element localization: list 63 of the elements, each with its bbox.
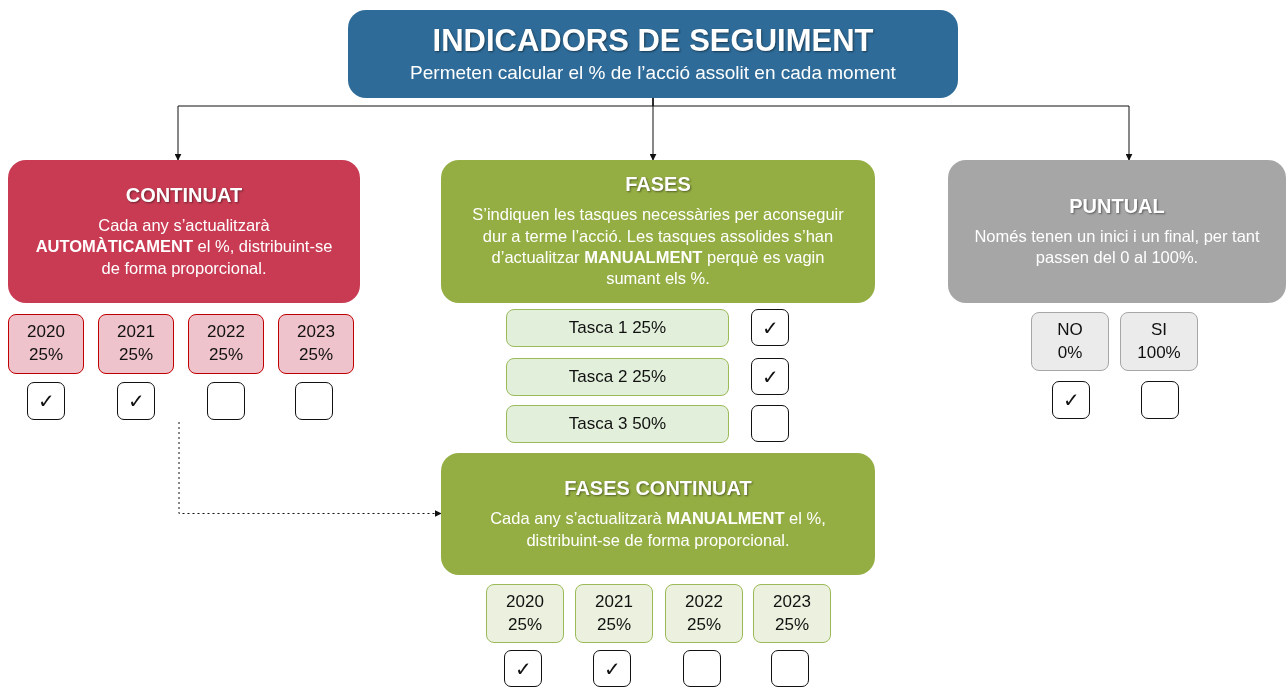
check-mark: ✓ [1062,388,1080,412]
year-label: 2023 25% [772,590,812,636]
card-text: Cada any s’actualitzarà MANUALMENT el %, distribuint-se de forma proporcional. [489,508,827,551]
check-mark: ✓ [603,656,621,681]
category-card [948,160,1286,303]
year-label: 2020 25% [26,321,66,366]
task-label: Tasca 1 25% [568,316,667,339]
title-banner [348,10,958,98]
check-mark: ✓ [514,656,532,681]
checked-checkbox [117,382,155,420]
task-label: Tasca 3 50% [568,412,667,435]
empty-checkbox [207,382,245,420]
year-label: 2021 25% [116,321,156,366]
empty-checkbox [751,405,789,442]
card-text: Només tenen un inici i un final, per tant passen del 0 al 100%. [973,225,1261,268]
dashed-arrow [178,421,442,517]
card-heading: CONTINUAT [125,183,243,207]
year-box [486,584,564,643]
option-box [1120,312,1198,371]
card-text: S’indiquen les tasques necessàries per aconseguir dur a terme l’acció. Les tasques assolides s’han d’actualitzar MANUALMENT perquè es vagin sumant els %. [471,204,845,290]
checked-checkbox [27,382,65,420]
year-label: 2020 25% [505,590,545,636]
check-mark: ✓ [127,389,145,413]
year-box [753,584,831,643]
empty-checkbox [683,650,721,687]
year-box [188,314,264,374]
checked-checkbox [751,309,789,346]
option-label: NO 0% [1056,318,1084,364]
card-text: Permeten calcular el % de l’acció assolit en cada moment [410,60,896,85]
checked-checkbox [593,650,631,687]
card-heading: FASES CONTINUAT [564,477,752,501]
check-mark: ✓ [761,315,779,340]
empty-checkbox [295,382,333,420]
card-text: Cada any s’actualitzarà AUTOMÀTICAMENT el %, distribuint-se de forma proporcional. [34,214,334,279]
year-label: 2023 25% [296,321,336,366]
option-label: SI 100% [1136,318,1182,364]
option-box [1031,312,1109,371]
empty-checkbox [771,650,809,687]
category-card [441,453,875,575]
year-box [575,584,653,643]
task-box [506,405,729,443]
category-card [8,160,360,303]
checked-checkbox [504,650,542,687]
card-heading: FASES [625,173,691,197]
check-mark: ✓ [37,389,55,413]
year-box [8,314,84,374]
year-box [278,314,354,374]
task-box [506,358,729,396]
year-box [665,584,743,643]
card-heading: PUNTUAL [1069,194,1165,218]
year-label: 2022 25% [684,590,724,636]
checked-checkbox [1052,381,1090,419]
year-label: 2021 25% [594,590,634,636]
task-label: Tasca 2 25% [568,365,667,388]
year-box [98,314,174,374]
check-mark: ✓ [761,364,779,389]
task-box [506,309,729,347]
year-label: 2022 25% [206,321,246,366]
checked-checkbox [751,358,789,395]
category-card [441,160,875,303]
arrow [652,97,1133,161]
card-heading: INDICADORS DE SEGUIMENT [432,22,874,59]
empty-checkbox [1141,381,1179,419]
